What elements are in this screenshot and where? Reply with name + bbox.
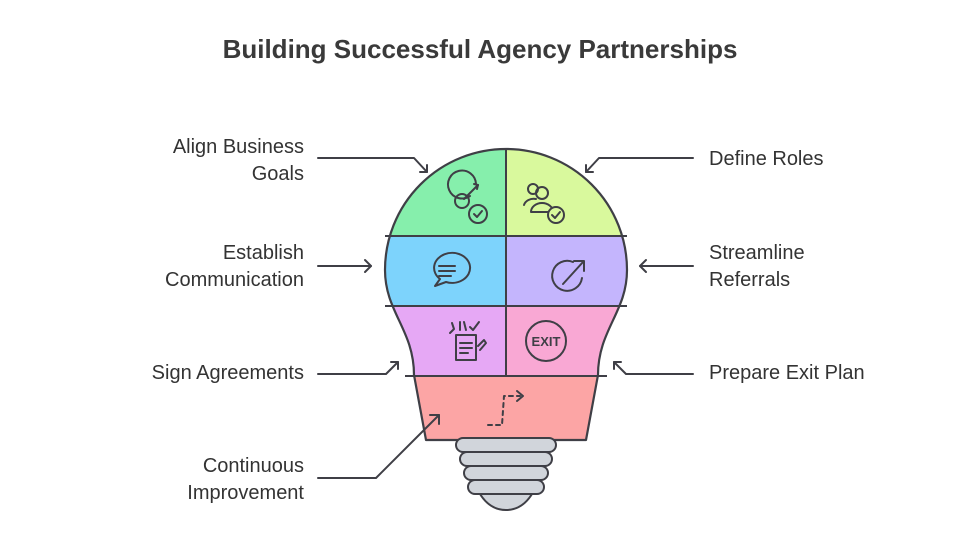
document-sign-icon: [449, 321, 487, 361]
target-check-icon: [447, 169, 488, 224]
segment-streamline-referrals: [506, 236, 627, 306]
chat-bubble-icon: [433, 251, 472, 287]
label-line: Define Roles: [709, 148, 824, 170]
label-sign-agreements: Sign Agreements: [64, 360, 304, 387]
label-line: Referrals: [709, 269, 791, 291]
dashed-route-arrow-icon: [487, 390, 524, 426]
label-establish-communication: Establish Communication: [64, 240, 304, 294]
label-line: Streamline: [709, 242, 805, 264]
label-line: Goals: [251, 163, 304, 185]
label-line: Align Business: [172, 136, 304, 158]
diagram-title: Building Successful Agency Partnerships: [222, 34, 738, 64]
arrow-establish-communication: [317, 259, 372, 273]
label-line: Establish: [222, 242, 304, 264]
label-line: Improvement: [187, 482, 304, 504]
arrow-exit-plan: [613, 361, 694, 375]
label-line: Communication: [165, 269, 304, 291]
arrow-continuous-improvement: [317, 414, 440, 479]
connector-arrows: [317, 157, 694, 479]
label-continuous-improvement: Continuous Improvement: [64, 453, 304, 507]
label-line: Prepare Exit Plan: [709, 362, 865, 384]
arrow-out-circle-icon: [551, 259, 585, 292]
arrow-sign-agreements: [317, 361, 399, 375]
label-line: Continuous: [202, 455, 304, 477]
segment-align-goals: [385, 149, 506, 236]
segment-continuous-improvement: [385, 376, 627, 440]
label-line: Sign Agreements: [151, 362, 304, 384]
arrow-align-goals: [317, 157, 428, 173]
bulb-screw-base: [455, 437, 557, 512]
bulb-outline: [383, 147, 629, 442]
label-prepare-exit-plan: Prepare Exit Plan: [709, 360, 949, 387]
label-streamline-referrals: Streamline Referrals: [709, 240, 949, 294]
label-define-roles: Define Roles: [709, 146, 949, 173]
arrow-define-roles: [585, 157, 694, 173]
users-check-icon: [523, 183, 565, 224]
exit-sign-text: EXIT: [532, 334, 561, 349]
label-align-business-goals: Align Business Goals: [64, 134, 304, 188]
segment-define-roles: [506, 149, 627, 236]
segment-dividers: [385, 148, 627, 377]
arrow-streamline-referrals: [639, 259, 694, 273]
exit-sign-icon: [525, 320, 567, 362]
